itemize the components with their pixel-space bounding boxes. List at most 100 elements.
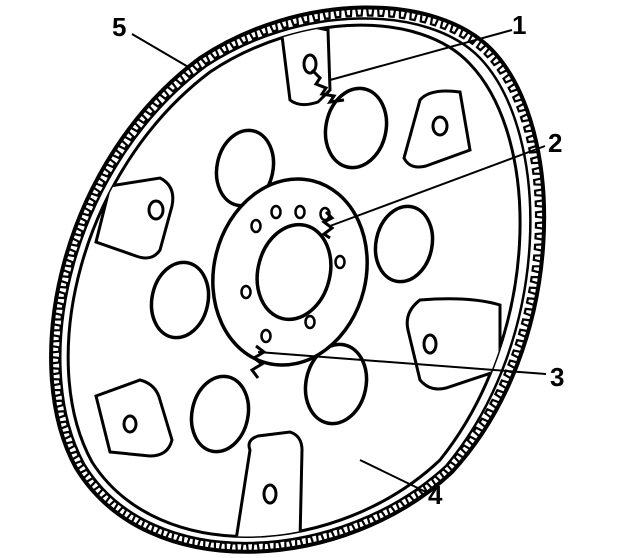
- gear-tooth: [268, 21, 279, 33]
- gear-tooth: [150, 96, 163, 109]
- lightening-hole: [323, 86, 389, 170]
- gear-tooth: [60, 268, 72, 279]
- gear-tooth: [376, 7, 386, 18]
- gear-tooth: [466, 435, 478, 447]
- gear-tooth: [496, 63, 509, 75]
- gear-tooth: [409, 11, 419, 22]
- gear-tooth: [248, 29, 259, 41]
- gear-tooth: [63, 258, 75, 268]
- lightening-hole: [149, 260, 211, 340]
- gear-tooth: [472, 426, 484, 438]
- gear-tooth: [258, 25, 269, 37]
- gear-tooth: [66, 247, 78, 258]
- crack-mark-3: [249, 344, 267, 379]
- gear-tooth: [531, 166, 542, 175]
- gear-tooth: [502, 72, 514, 84]
- gear-tooth: [507, 82, 519, 94]
- hub-center-bore: [255, 222, 333, 322]
- gear-tooth: [279, 18, 289, 30]
- gear-tooth: [533, 188, 544, 197]
- crankshaft-bolt-holes: [240, 204, 346, 344]
- gear-tooth: [519, 112, 531, 123]
- gear-tooth: [199, 53, 211, 66]
- crack-mark-2: [321, 210, 335, 240]
- gear-tooth: [534, 199, 545, 208]
- callout-label-5: 5: [112, 12, 126, 42]
- gear-tooth: [129, 121, 142, 133]
- gear-tooth: [143, 104, 156, 117]
- lightening-hole: [373, 204, 435, 284]
- mounting-pad-left: [94, 176, 175, 260]
- gear-tooth: [94, 176, 107, 188]
- crank-bolt-hole: [240, 284, 252, 300]
- gear-tooth: [531, 265, 542, 274]
- gear-tooth: [478, 417, 490, 429]
- gear-tooth: [498, 379, 510, 390]
- crank-bolt-hole: [294, 204, 306, 220]
- gear-tooth: [510, 349, 522, 360]
- leader-line-1: [329, 29, 513, 81]
- leader-line-5: [131, 33, 191, 69]
- leader-line-2: [329, 145, 546, 227]
- gear-tooth: [208, 48, 220, 60]
- gear-tooth: [182, 66, 194, 79]
- crank-bolt-hole: [270, 204, 282, 220]
- gear-tooth: [515, 102, 528, 113]
- pad-bolt-hole: [262, 483, 278, 505]
- gear-tooth: [300, 13, 310, 25]
- gear-tooth: [80, 206, 93, 217]
- ring-gear-outer-edge: [49, 5, 547, 554]
- gear-tooth: [520, 318, 532, 328]
- gear-tooth: [529, 155, 541, 165]
- gear-tooth: [529, 275, 540, 285]
- gear-tooth: [458, 28, 470, 40]
- callout-label-1: 1: [512, 10, 526, 40]
- gear-tooth: [116, 139, 129, 151]
- gear-tooth: [419, 13, 429, 24]
- gear-tooth: [69, 237, 81, 248]
- gear-tooth: [523, 307, 534, 318]
- gear-tooth: [534, 232, 544, 241]
- gear-tooth: [493, 388, 506, 400]
- gear-tooth: [365, 7, 375, 17]
- crack-mark-1: [310, 68, 345, 104]
- gear-tooth: [532, 254, 543, 263]
- pad-bolt-hole: [431, 115, 449, 137]
- crank-bolt-hole: [260, 328, 272, 344]
- gear-tooth: [322, 9, 331, 21]
- callout-label-4: 4: [428, 480, 443, 510]
- leader-line-3: [257, 351, 547, 375]
- gear-tooth: [354, 7, 364, 17]
- gear-tooth: [332, 8, 342, 19]
- gear-tooth: [166, 81, 178, 93]
- gear-tooth: [228, 37, 239, 50]
- gear-tooth: [483, 46, 495, 59]
- gear-tooth: [533, 243, 544, 252]
- gear-tooth: [158, 88, 170, 101]
- gear-tooth: [238, 33, 249, 45]
- gear-tooth: [483, 407, 496, 419]
- gear-tooth: [449, 23, 460, 35]
- gear-tooth: [534, 210, 545, 219]
- gear-tooth: [527, 144, 539, 154]
- callout-label-3: 3: [550, 362, 564, 392]
- gear-tooth: [525, 133, 537, 144]
- gear-tooth: [99, 167, 112, 178]
- mounting-pad-right: [405, 297, 502, 391]
- lightening-hole: [214, 128, 276, 208]
- gear-tooth: [527, 286, 539, 296]
- gear-tooth: [218, 42, 230, 55]
- gear-tooth: [110, 148, 123, 160]
- gear-tooth: [190, 59, 203, 72]
- crank-bolt-hole: [250, 218, 262, 234]
- gear-tooth: [525, 297, 537, 307]
- gear-tooth: [534, 221, 545, 230]
- pad-bolt-holes: [122, 53, 449, 505]
- gear-tooth: [85, 196, 97, 207]
- gear-tooth: [429, 15, 440, 27]
- gear-tooth: [72, 226, 85, 237]
- ring-gear: [49, 5, 547, 554]
- crank-bolt-hole: [304, 314, 316, 330]
- gear-tooth: [514, 338, 526, 349]
